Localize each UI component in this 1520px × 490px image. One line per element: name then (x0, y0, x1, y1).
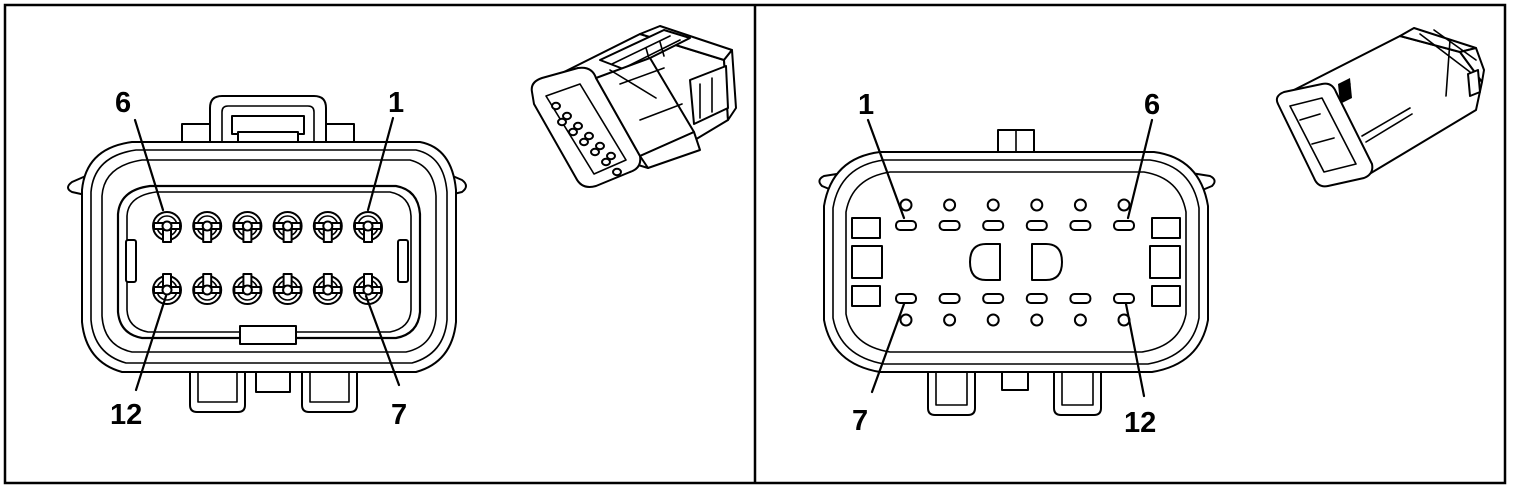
female-cavity (272, 273, 303, 305)
pin-label-right-top-right: 6 (1144, 89, 1160, 121)
female-cavity (312, 273, 343, 305)
female-cavity (353, 211, 383, 243)
pin-label-left-bottom-left: 12 (110, 399, 142, 431)
iso-cavity (573, 121, 583, 131)
iso-cavity (568, 127, 578, 137)
pin-label-left-top-right: 1 (388, 87, 404, 119)
leader-line-12 (134, 294, 168, 392)
polarization-slot-right (397, 239, 409, 283)
bottom-tab-left (927, 369, 976, 416)
male-pin (895, 293, 917, 327)
iso-cavity (606, 151, 616, 161)
iso-face (1275, 82, 1374, 188)
iso-cavity (557, 117, 567, 127)
leader-line-12 (1124, 302, 1146, 398)
bottom-key (255, 369, 291, 393)
leader-line-6 (133, 118, 165, 212)
female-cavity (353, 273, 383, 305)
iso-cavity (612, 167, 622, 177)
right-panel: 1 6 7 12 (818, 27, 1485, 439)
pin-label-left-top-left: 6 (115, 87, 131, 119)
male-pin (938, 198, 961, 231)
pin-label-right-top-left: 1 (858, 89, 874, 121)
male-pin (982, 198, 1005, 231)
female-cavity (152, 273, 182, 305)
iso-cavity (595, 141, 605, 151)
male-pin (1069, 198, 1092, 231)
male-pin (1069, 293, 1092, 327)
female-cavity (232, 211, 263, 243)
keyway-right (1149, 217, 1181, 307)
keyway-left (851, 217, 883, 307)
female-connector-face (67, 95, 467, 413)
leader-line-1 (866, 118, 906, 220)
leader-line-7 (364, 294, 401, 387)
pin-row-bottom (895, 293, 1135, 327)
iso-cavity (579, 137, 589, 147)
leader-line-6 (1126, 118, 1154, 220)
male-connector-face (818, 129, 1216, 416)
polarization-slot-left (125, 239, 137, 283)
male-pin (895, 198, 917, 231)
center-key-right (1031, 243, 1063, 281)
pin-label-right-bottom-left: 7 (852, 405, 868, 437)
cavity-row-top (152, 211, 383, 243)
female-cavity (192, 211, 223, 243)
pin-label-left-bottom-right: 7 (391, 399, 407, 431)
pin-label-right-bottom-right: 12 (1124, 407, 1156, 439)
female-cavity (192, 273, 223, 305)
iso-cavity (590, 147, 600, 157)
leader-line-7 (870, 302, 906, 394)
male-connector-iso-illustration (1275, 27, 1485, 188)
outer-shell (81, 141, 457, 373)
pin-row-top (895, 198, 1135, 231)
male-pin (1025, 293, 1048, 327)
cavity-row-bottom (152, 273, 383, 305)
female-cavity (152, 211, 182, 243)
male-pin (1113, 198, 1135, 231)
iso-cavity (584, 131, 594, 141)
male-pin (982, 293, 1005, 327)
leader-line-1 (366, 116, 395, 212)
iso-cavity (562, 111, 572, 121)
male-pin (1025, 198, 1048, 231)
male-pin (1113, 293, 1135, 327)
outer-shell (823, 151, 1209, 373)
iso-cavity (551, 101, 561, 111)
iso-cavity (601, 157, 611, 167)
female-connector-iso-illustration (530, 25, 737, 188)
female-cavity (232, 273, 263, 305)
female-cavity (272, 211, 303, 243)
cavity-block (116, 184, 422, 340)
center-key-left (969, 243, 1001, 281)
bottom-tab-right (1053, 369, 1102, 416)
male-pin (938, 293, 961, 327)
left-panel: 6 1 12 7 (67, 25, 737, 431)
female-cavity (312, 211, 343, 243)
